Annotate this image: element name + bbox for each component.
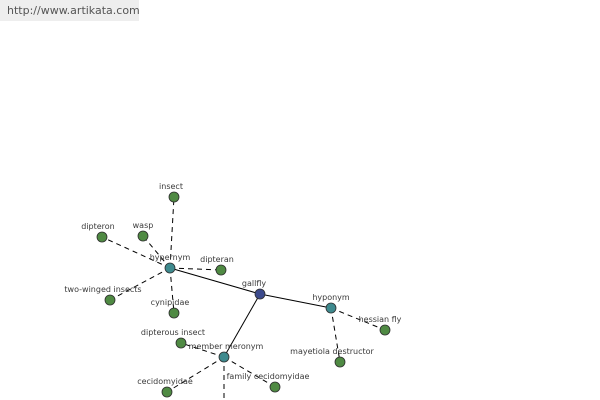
node-cecidomyidae-dot[interactable] xyxy=(161,386,173,398)
node-hessian-fly-dot[interactable] xyxy=(379,324,391,336)
node-cynipidae-label: cynipidae xyxy=(151,298,190,307)
node-family-cecidomyidae-label: family cecidomyidae xyxy=(227,372,310,381)
node-dipterous-insect-label: dipterous insect xyxy=(141,328,205,337)
node-cecidomyidae[interactable]: cecidomyidae xyxy=(137,377,193,398)
node-member-meronym[interactable]: member meronym xyxy=(189,342,264,363)
node-dipteran-dot[interactable] xyxy=(215,264,227,276)
node-mayetiola-destructor-dot[interactable] xyxy=(334,356,346,368)
edge-gallfly-to-hypernym xyxy=(169,267,261,295)
node-dipterous-insect[interactable]: dipterous insect xyxy=(141,328,205,349)
node-hypernym-label: hypernym xyxy=(150,253,191,262)
edge-hypernym-to-two-winged-insects xyxy=(109,267,171,301)
node-hyponym-dot[interactable] xyxy=(325,302,337,314)
node-wasp-dot[interactable] xyxy=(137,230,149,242)
edge-hypernym-to-cynipidae xyxy=(169,267,175,314)
node-family-cecidomyidae[interactable]: family cecidomyidae xyxy=(227,372,310,393)
edge-hypernym-to-insect xyxy=(169,196,175,269)
node-two-winged-insects-label: two-winged insects xyxy=(64,285,141,294)
node-insect-dot[interactable] xyxy=(168,191,180,203)
node-mayetiola-destructor-label: mayetiola destructor xyxy=(290,347,374,356)
node-gallfly[interactable]: gallfly xyxy=(242,279,266,300)
node-wasp[interactable]: wasp xyxy=(133,221,154,242)
edge-gallfly-to-member-meronym xyxy=(223,293,261,358)
node-hessian-fly-label: hessian fly xyxy=(359,315,402,324)
edge-hypernym-to-wasp xyxy=(142,235,171,269)
node-hyponym-label: hyponym xyxy=(312,293,350,302)
node-two-winged-insects-dot[interactable] xyxy=(104,294,116,306)
node-dipteran-label: dipteran xyxy=(200,255,234,264)
node-hypernym-dot[interactable] xyxy=(164,262,176,274)
node-dipteron-dot[interactable] xyxy=(96,231,108,243)
node-dipterous-insect-dot[interactable] xyxy=(175,337,187,349)
edge-hyponym-to-hessian-fly xyxy=(330,307,386,331)
node-mayetiola-destructor[interactable]: mayetiola destructor xyxy=(290,347,375,368)
node-member-meronym-label: member meronym xyxy=(189,342,264,351)
node-cecidomyidae-label: cecidomyidae xyxy=(137,377,193,386)
node-dipteran[interactable]: dipteran xyxy=(200,255,234,276)
edge-member-meronym-to-cecidomyidae xyxy=(166,356,225,393)
node-insect[interactable]: insect xyxy=(159,182,183,203)
node-member-meronym-dot[interactable] xyxy=(218,351,230,363)
edge-hyponym-to-mayetiola-destructor xyxy=(330,307,341,363)
node-dipteron-label: dipteron xyxy=(81,222,115,231)
node-two-winged-insects[interactable]: two-winged insects xyxy=(64,285,142,306)
node-wasp-label: wasp xyxy=(133,221,154,230)
node-family-cecidomyidae-dot[interactable] xyxy=(269,381,281,393)
node-gallfly-dot[interactable] xyxy=(254,288,266,300)
node-hypernym[interactable]: hypernym xyxy=(150,253,191,274)
edge-hypernym-to-dipteron xyxy=(101,236,171,269)
edge-member-meronym-to-dipterous-insect xyxy=(180,342,225,358)
node-cynipidae-dot[interactable] xyxy=(168,307,180,319)
node-cynipidae[interactable]: cynipidae xyxy=(151,298,190,319)
nodes-layer: gallfly hypernym hyponym member meronym inse… xyxy=(64,182,402,398)
edge-member-meronym-to-family-cecidomyidae xyxy=(223,356,276,388)
edge-gallfly-to-hyponym xyxy=(259,293,332,309)
node-gallfly-label: gallfly xyxy=(242,279,266,288)
edges-layer xyxy=(101,196,386,400)
node-insect-label: insect xyxy=(159,182,183,191)
node-hyponym[interactable]: hyponym xyxy=(312,293,350,314)
node-dipteron[interactable]: dipteron xyxy=(81,222,115,243)
site-url-link[interactable]: http://www.artikata.com xyxy=(0,0,139,21)
node-hessian-fly[interactable]: hessian fly xyxy=(359,315,402,336)
